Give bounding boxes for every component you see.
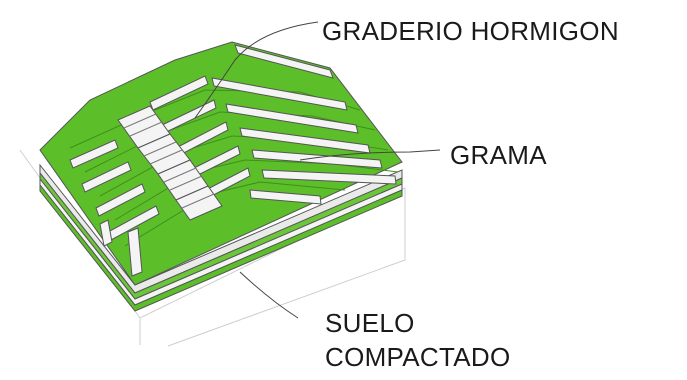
concrete-bleachers [69,44,397,277]
graderio-leader [194,21,319,119]
graderio-hormigon-label: GRADERIO HORMIGON [322,16,619,46]
grama-leader [299,149,441,161]
leader-lines [194,21,441,319]
suelo-leader [239,271,299,319]
suelo-label-line1: SUELO [325,308,415,338]
grama-label: GRAMA [450,140,547,170]
suelo-label-line2: COMPACTADO [325,342,511,372]
